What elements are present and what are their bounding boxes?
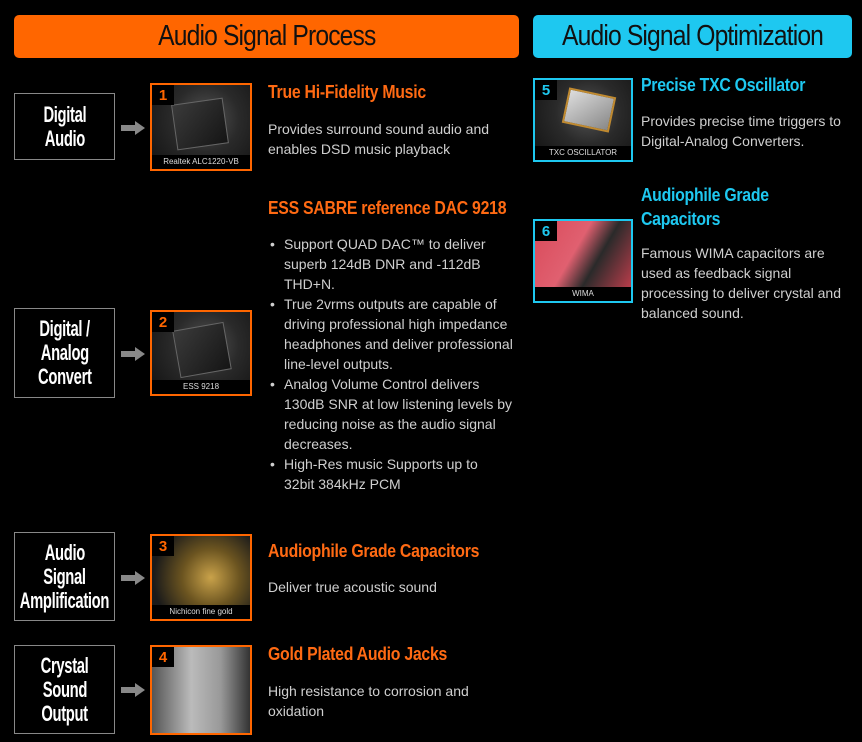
chip-shape <box>171 97 229 151</box>
image-caption: ESS 9218 <box>152 380 250 394</box>
header-text: Audio Signal Process <box>157 20 376 52</box>
bullet-item: Analog Volume Control delivers 130dB SNR… <box>268 374 518 454</box>
oscillator-shape <box>561 87 617 133</box>
wima-capacitors-image: 6 WIMA <box>533 219 633 303</box>
audio-signal-optimization-header: Audio Signal Optimization <box>533 15 852 58</box>
header-text: Audio Signal Optimization <box>561 20 824 52</box>
image-caption: TXC OSCILLATOR <box>535 146 631 160</box>
txc-oscillator-image: 5 TXC OSCILLATOR <box>533 78 633 162</box>
bullet-item: True 2vrms outputs are capable of drivin… <box>268 294 518 374</box>
feature-number: 1 <box>152 85 174 105</box>
feature-title: Precise TXC Oscillator <box>641 75 806 95</box>
feature-description: High resistance to corrosion and oxidati… <box>268 683 469 719</box>
stage-line: Digital <box>43 101 86 127</box>
stage-line: Crystal <box>40 652 89 678</box>
feature-bullet-list: Support QUAD DAC™ to deliver superb 124d… <box>268 234 518 494</box>
arrow-right-icon <box>121 347 145 361</box>
bullet-item: Support QUAD DAC™ to deliver superb 124d… <box>268 234 498 294</box>
feature-number: 3 <box>152 536 174 556</box>
stage-line: Audio <box>44 125 85 151</box>
feature-number: 2 <box>152 312 174 332</box>
gold-audio-jacks-image: 4 <box>150 645 252 735</box>
feature-number: 4 <box>152 647 174 667</box>
image-caption: WIMA <box>535 287 631 301</box>
feature-number: 6 <box>535 221 557 241</box>
feature-description: Provides surround sound audio and enable… <box>268 121 490 157</box>
feature-number: 5 <box>535 80 557 100</box>
ess-dac-chip-image: 2 ESS 9218 <box>150 310 252 396</box>
arrow-right-icon <box>121 571 145 585</box>
stage-line: Amplification <box>19 587 110 613</box>
feature-title: True Hi-Fidelity Music <box>268 82 426 102</box>
bullet-item: High-Res music Supports up to 32bit 384k… <box>268 454 498 494</box>
stage-line: Digital / <box>39 316 90 341</box>
arrow-right-icon <box>121 121 145 135</box>
stage-line: Convert <box>37 364 92 389</box>
image-caption: Realtek ALC1220-VB <box>152 155 250 169</box>
feature-title: Gold Plated Audio Jacks <box>268 644 448 664</box>
stage-line: Analog <box>40 340 89 365</box>
stage-line: Signal <box>43 563 86 589</box>
feature-title: Audiophile Grade Capacitors <box>641 185 769 229</box>
feature-description: Provides precise time triggers to Digita… <box>641 113 841 149</box>
feature-description: Famous WIMA capacitors are used as feedb… <box>641 245 841 321</box>
image-caption: Nichicon fine gold <box>152 605 250 619</box>
chip-shape <box>172 321 232 379</box>
stage-line: Output <box>41 700 88 726</box>
stage-line: Sound <box>42 676 87 702</box>
arrow-right-icon <box>121 683 145 697</box>
stage-line: Audio <box>44 539 85 565</box>
audio-signal-process-header: Audio Signal Process <box>14 15 519 58</box>
feature-title: ESS SABRE reference DAC 9218 <box>268 198 507 218</box>
realtek-chip-image: 1 Realtek ALC1220-VB <box>150 83 252 171</box>
feature-description: Deliver true acoustic sound <box>268 579 437 595</box>
nichicon-capacitors-image: 3 Nichicon fine gold <box>150 534 252 621</box>
feature-title: Audiophile Grade Capacitors <box>268 541 480 561</box>
